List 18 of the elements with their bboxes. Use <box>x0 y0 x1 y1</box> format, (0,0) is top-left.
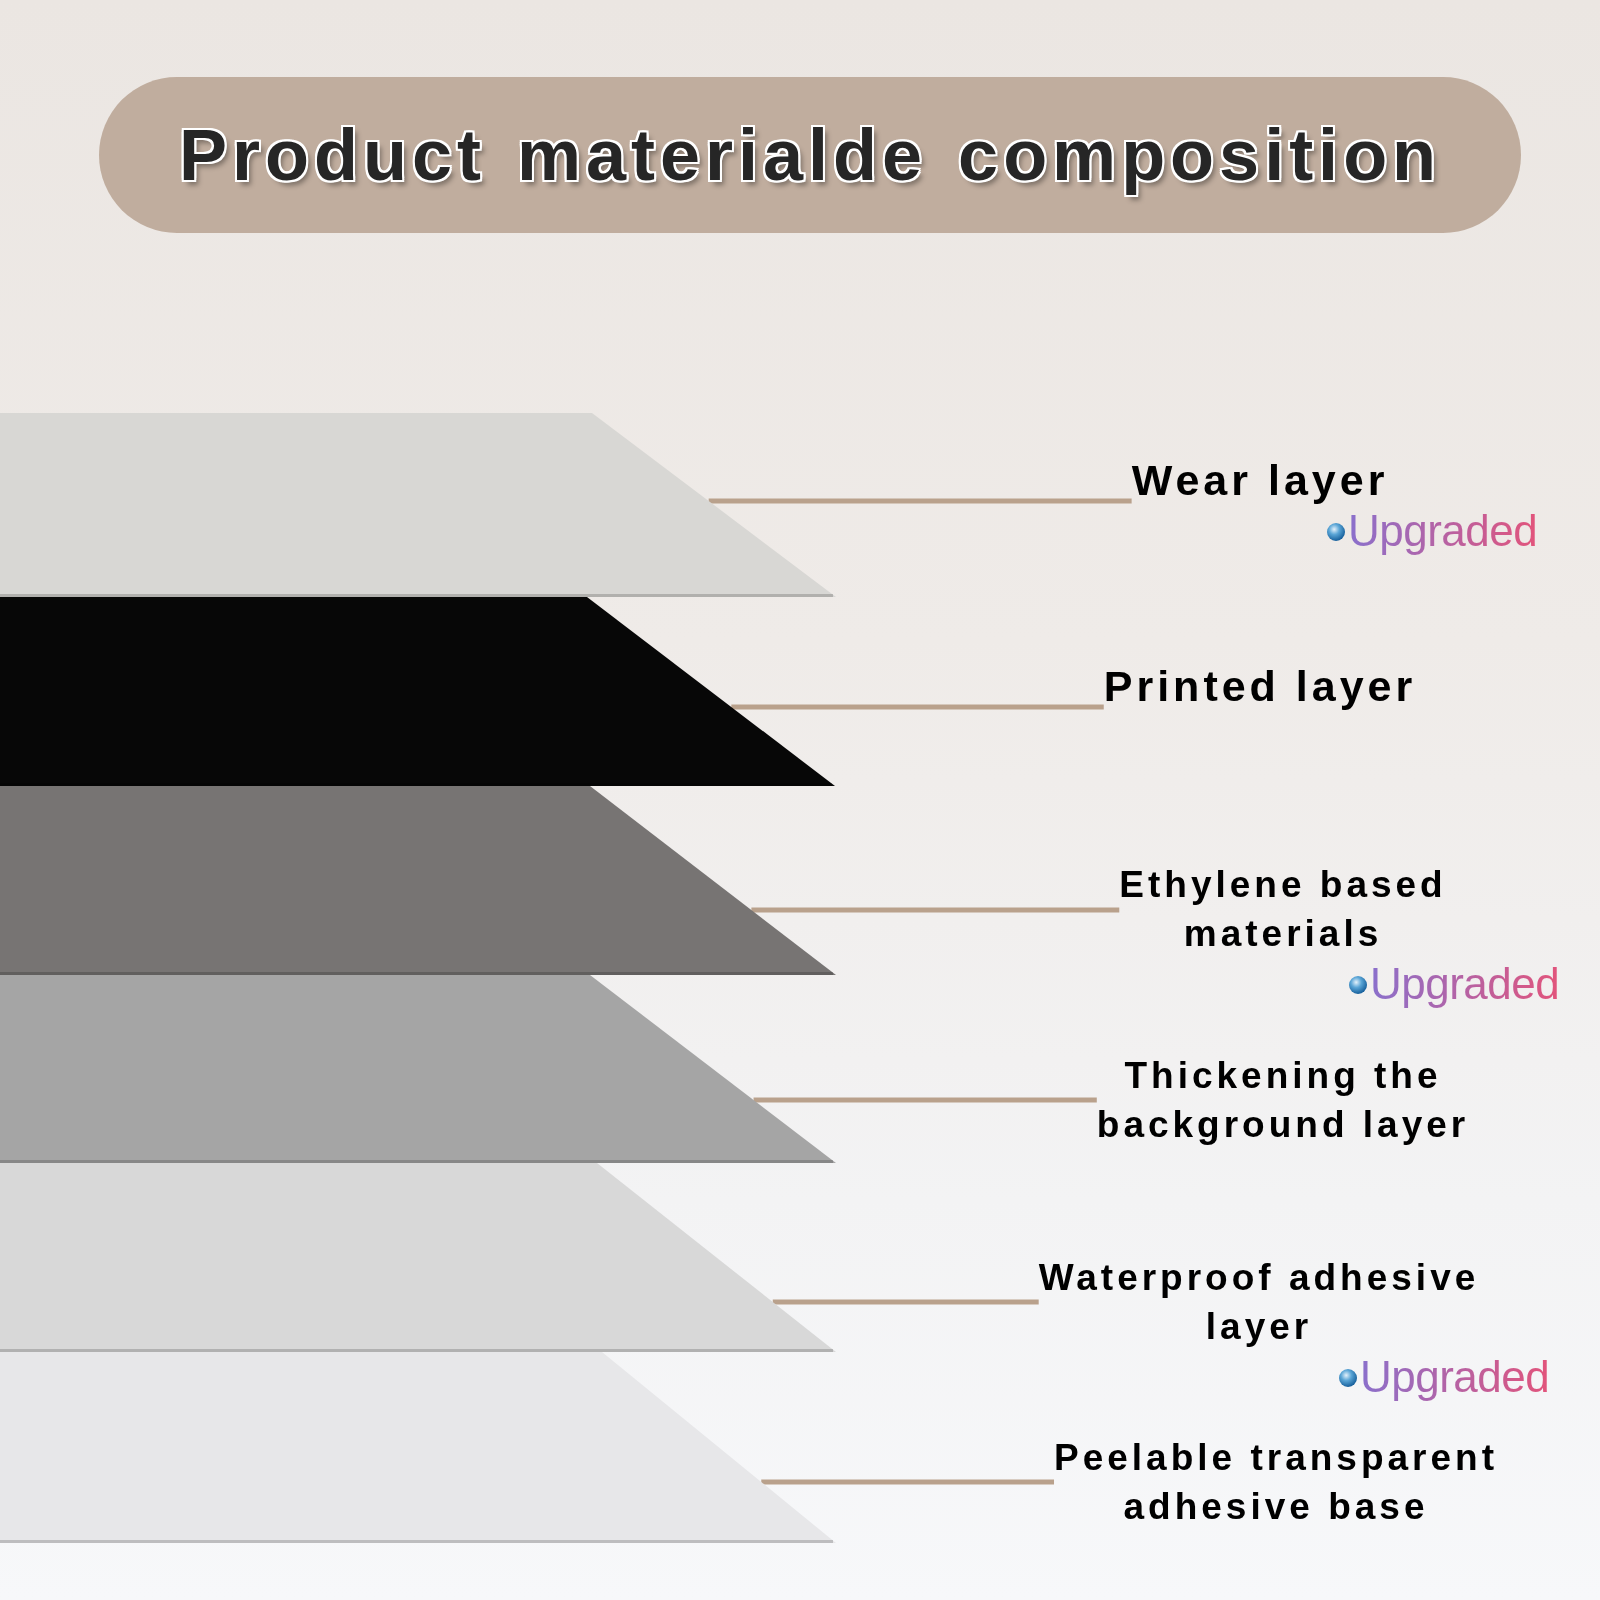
layer-label: Wear layer <box>1131 456 1389 505</box>
layer-band <box>0 1352 836 1543</box>
layer-band <box>0 975 836 1163</box>
leader-line <box>751 907 1120 913</box>
layer-band <box>0 1163 836 1352</box>
leader-line <box>761 1479 1054 1485</box>
layer-band <box>0 597 835 786</box>
leader-line <box>772 1299 1039 1305</box>
layer-label: Waterproof adhesive layer <box>1038 1253 1480 1351</box>
layer-label: Peelable transparent adhesive base <box>1054 1433 1498 1531</box>
leader-line <box>708 498 1132 504</box>
leader-line <box>731 704 1104 710</box>
layer-label: Printed layer <box>1103 662 1417 711</box>
leader-line <box>753 1097 1097 1103</box>
layer-band <box>0 786 836 975</box>
layer-band <box>0 413 836 597</box>
layer-label: Ethylene based materials <box>1119 860 1447 958</box>
layer-label: Thickening the background layer <box>1096 1051 1470 1149</box>
